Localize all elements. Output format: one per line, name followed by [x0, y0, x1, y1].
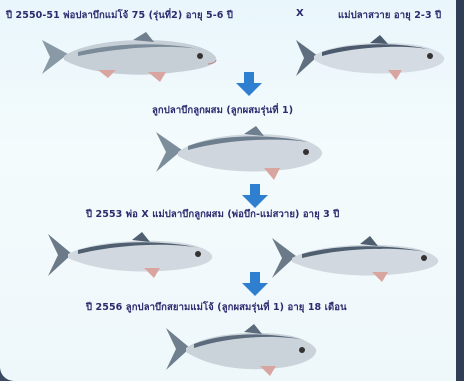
parent-male-label: ปี 2550-51 พ่อปลาบึกแม่โจ้ 75 (รุ่นที่2)…: [6, 8, 233, 23]
down-arrow-icon: [236, 72, 262, 96]
hybrid-offspring-label: ลูกปลาบึกลูกผสม (ลูกผสมรุ่นที่ 1): [152, 103, 293, 118]
hybrid-male-catfish-image: [44, 228, 214, 284]
male-catfish-image: [38, 30, 220, 84]
siam-maejo-catfish-label: ปี 2556 ลูกปลาบึกสยามแม่โจ้ (ลูกผสมรุ่นท…: [86, 300, 347, 315]
cross-generation-label: ปี 2553 พ่อ X แม่ปลาบึกลูกผสม (พ่อบึก-แม…: [86, 207, 339, 222]
female-striped-catfish-image: [292, 32, 448, 84]
siam-maejo-catfish-image: [162, 322, 318, 376]
cross-symbol: X: [296, 8, 304, 19]
right-edge: [456, 0, 464, 381]
hybrid-female-catfish-image: [268, 232, 440, 286]
down-arrow-icon: [242, 272, 268, 296]
hybrid-catfish-image: [152, 124, 324, 182]
parent-female-label: แม่ปลาสวาย อายุ 2-3 ปี: [338, 8, 441, 23]
down-arrow-icon: [242, 184, 268, 208]
